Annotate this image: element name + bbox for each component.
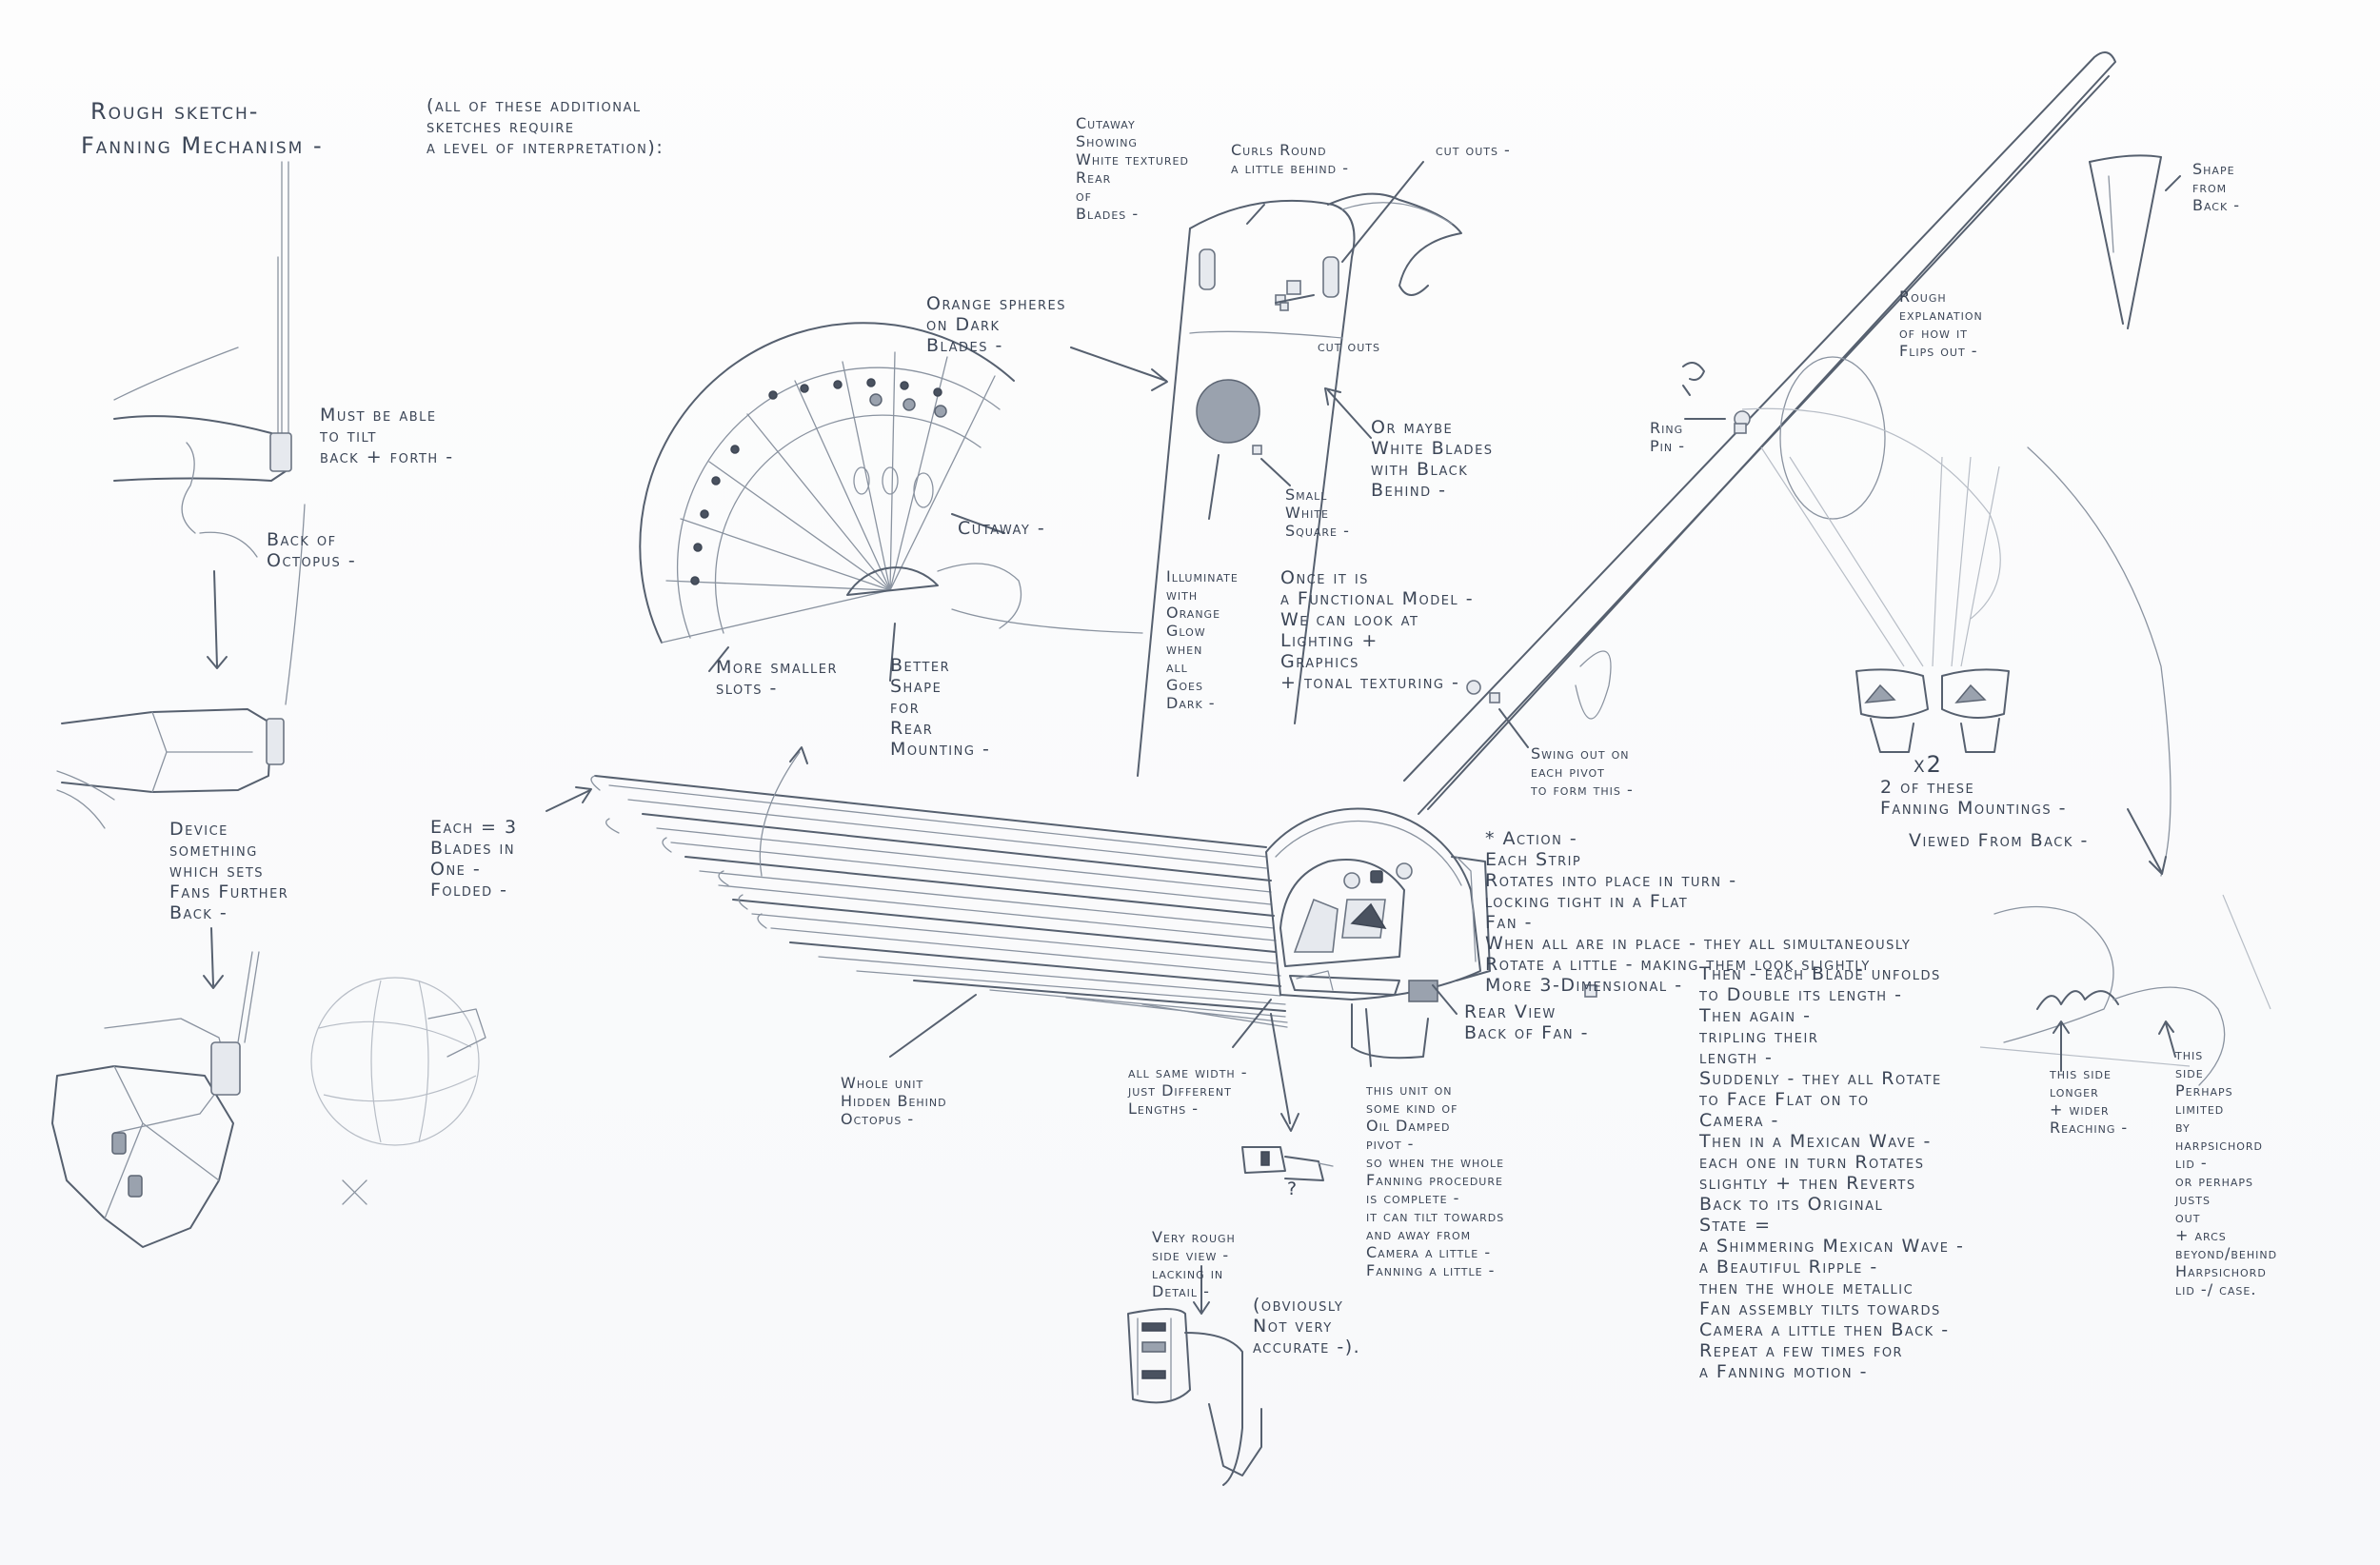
shape-from-back-sketch bbox=[2090, 155, 2180, 328]
rear-view-note: Rear View Back of Fan - bbox=[1464, 1001, 1589, 1043]
fan-blades-sketch bbox=[640, 323, 1167, 681]
left-rod-sketch bbox=[114, 162, 305, 704]
obviously-note: (obviously Not very accurate -). bbox=[1253, 1295, 1360, 1357]
swing-out-note: Swing out on each pivot to form this - bbox=[1531, 744, 1634, 799]
times-two-label: x2 bbox=[1914, 752, 1943, 777]
left-mechanism-bottom bbox=[52, 952, 486, 1247]
shape-from-back-note: Shape from Back - bbox=[2192, 160, 2240, 214]
cutouts-top-note: cut outs - bbox=[1436, 141, 1511, 159]
cutouts-note: cut outs bbox=[1318, 337, 1380, 355]
this-side-longer-note: this side longer + wider Reaching - bbox=[2050, 1064, 2128, 1137]
curls-round-note: Curls Round a little behind - bbox=[1231, 141, 1349, 177]
action-note-block2: Then - each Blade unfolds to Double its … bbox=[1699, 963, 1964, 1382]
each-three-blades-note: Each = 3 Blades in One - Folded - bbox=[430, 817, 518, 901]
better-shape-note: Better Shape for Rear Mounting - bbox=[890, 655, 990, 760]
or-maybe-note: Or maybe White Blades with Black Behind … bbox=[1371, 417, 1494, 501]
tilt-note: Must be able to tilt back + forth - bbox=[320, 405, 454, 467]
small-white-square-note: Small White Square - bbox=[1285, 485, 1350, 540]
viewed-from-back-note: Viewed From Back - bbox=[1909, 830, 2089, 851]
all-same-width-note: all same width - just Different Lengths … bbox=[1128, 1063, 1248, 1118]
very-rough-note: Very rough side view - lacking in Detail… bbox=[1152, 1228, 1236, 1300]
small-side-view-sketch bbox=[1242, 1147, 1333, 1180]
rough-explanation-note: Rough explanation of how it Flips out - bbox=[1899, 287, 1983, 360]
cutaway-showing-note: Cutaway Showing White textured Rear of B… bbox=[1076, 114, 1189, 223]
orange-spheres-note: Orange spheres on Dark Blades - bbox=[926, 293, 1066, 356]
fan-cutaway-note: Cutaway - bbox=[958, 518, 1045, 539]
sketch-title-line1: Rough sketch- bbox=[90, 99, 259, 124]
once-functional-note: Once it is a Functional Model - We can l… bbox=[1280, 567, 1474, 693]
illuminate-note: Illuminate with Orange Glow when all Goe… bbox=[1166, 567, 1239, 712]
device-note: Device something which sets Fans Further… bbox=[169, 819, 288, 923]
question-mark: ? bbox=[1287, 1179, 1299, 1199]
this-unit-note: this unit on some kind of Oil Damped piv… bbox=[1366, 1080, 1504, 1279]
two-of-these-note: 2 of these Fanning Mountings - bbox=[1880, 777, 2067, 819]
this-side-perhaps-note: this side Perhaps limited by harpsichord… bbox=[2175, 1045, 2277, 1298]
main-fan-unit-sketch bbox=[546, 747, 1597, 1131]
sketch-title-line2: Fanning Mechanism - bbox=[81, 133, 324, 158]
back-of-octopus-note: Back of Octopus - bbox=[267, 529, 356, 571]
interpretation-note: (all of these additional sketches requir… bbox=[426, 95, 664, 158]
more-slots-note: More smaller slots - bbox=[716, 657, 838, 699]
diagonal-pole-sketch bbox=[1404, 52, 2115, 814]
whole-unit-note: Whole unit Hidden Behind Octopus - bbox=[841, 1074, 947, 1128]
ring-pin-note: Ring Pin - bbox=[1650, 419, 1685, 455]
